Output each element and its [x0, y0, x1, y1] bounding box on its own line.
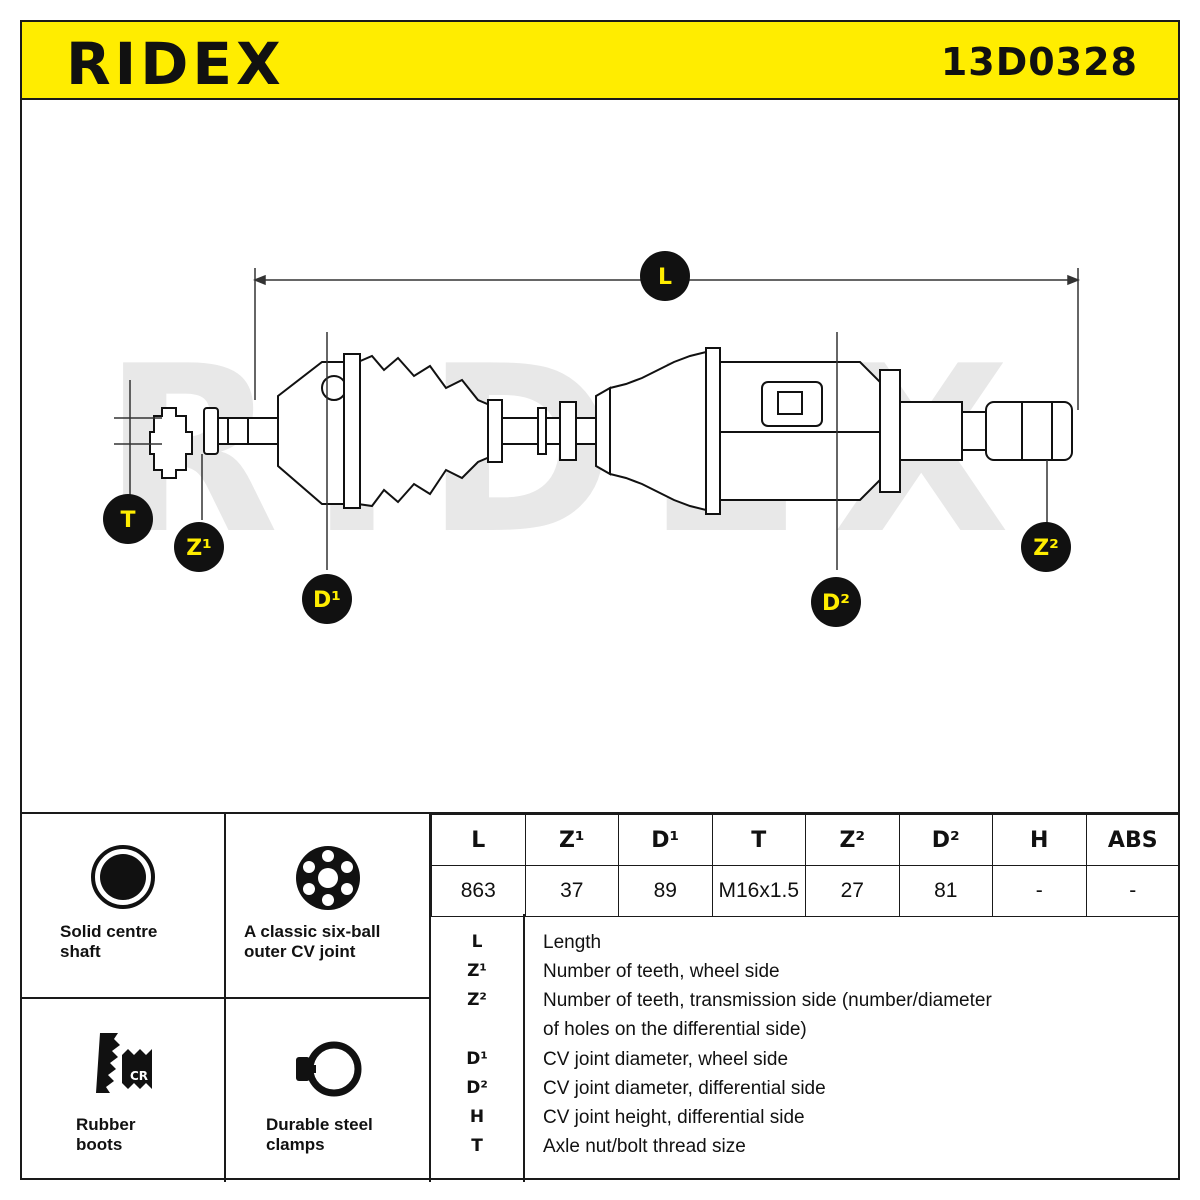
legend-divider — [523, 914, 525, 1182]
svg-text:Z¹: Z¹ — [186, 536, 212, 561]
header-bar: RIDEX 13D0328 — [20, 20, 1180, 100]
axle-nut — [149, 407, 193, 479]
legend-row: T Axle nut/bolt thread size — [431, 1132, 1180, 1161]
feature-six-ball: A classic six-ball outer CV joint — [226, 814, 429, 997]
spec-value-cell: 89 — [618, 865, 713, 917]
spec-value-cell: 81 — [898, 865, 993, 917]
legend-row: Z¹ Number of teeth, wheel side — [431, 957, 1180, 986]
dimension-leaders — [114, 332, 1048, 570]
spec-value-cell: - — [1085, 865, 1180, 917]
rubber-boot-icon: CR — [96, 1033, 152, 1093]
legend-symbol: H — [469, 1107, 485, 1127]
badge-D2: D² — [811, 577, 861, 627]
legend-description: of holes on the differential side) — [543, 1019, 807, 1040]
badge-D1: D¹ — [302, 574, 352, 624]
transmission-spline — [985, 401, 1073, 461]
legend-description: Length — [543, 932, 602, 953]
svg-text:L: L — [658, 265, 672, 290]
driveshaft-outline — [149, 347, 1073, 515]
svg-text:D²: D² — [822, 591, 850, 616]
steel-clamp-icon — [296, 1041, 362, 1097]
spec-value-cell: 27 — [805, 865, 900, 917]
spec-header-row: L Z¹ D¹ T Z² D² H ABS — [431, 814, 1180, 866]
spec-header-cell: T — [711, 814, 806, 866]
legend-description: Number of teeth, transmission side (numb… — [543, 990, 992, 1011]
legend-description: CV joint diameter, differential side — [543, 1078, 826, 1099]
legend-symbol: T — [471, 1136, 483, 1156]
spec-value-cell: 863 — [431, 865, 526, 917]
feature-rubber-boots: CR Rubber boots — [20, 999, 224, 1182]
spec-header-cell: D¹ — [618, 814, 713, 866]
badge-T: T — [103, 494, 153, 544]
feature-steel-clamps: Durable steel clamps — [226, 999, 429, 1182]
legend-description: CV joint height, differential side — [543, 1107, 805, 1128]
legend-description: Number of teeth, wheel side — [543, 961, 780, 982]
spec-header-cell: L — [431, 814, 526, 866]
legend-symbol: Z¹ — [467, 961, 487, 981]
feature-divider — [20, 997, 431, 999]
legend-row: H CV joint height, differential side — [431, 1103, 1180, 1132]
spec-value-row: 863 37 89 M16x1.5 27 81 - - — [431, 865, 1180, 917]
spec-header-cell: D² — [898, 814, 993, 866]
spec-header-cell: Z¹ — [524, 814, 619, 866]
brand-logo: RIDEX — [66, 30, 285, 98]
feature-label: Durable steel clamps — [266, 1115, 373, 1154]
legend-symbol: L — [471, 932, 483, 952]
spec-table: L Z¹ D¹ T Z² D² H ABS 863 37 89 M16x1.5 … — [431, 814, 1180, 917]
spec-header-cell: ABS — [1085, 814, 1180, 866]
transmission-stub — [899, 401, 963, 461]
svg-text:CR: CR — [130, 1069, 148, 1083]
legend-symbol: Z² — [467, 990, 487, 1010]
legend: L Length Z¹ Number of teeth, wheel side … — [431, 914, 1180, 1182]
spec-value-cell: - — [992, 865, 1087, 917]
spec-header-cell: H — [992, 814, 1087, 866]
feature-label: A classic six-ball outer CV joint — [244, 922, 381, 961]
legend-symbol: D² — [466, 1078, 488, 1098]
badge-L: L — [640, 251, 690, 301]
feature-label: Solid centre shaft — [60, 922, 158, 961]
part-number: 13D0328 — [940, 40, 1138, 84]
six-ball-joint-icon — [296, 846, 360, 910]
wheel-spline — [203, 407, 219, 455]
legend-row: D² CV joint diameter, differential side — [431, 1074, 1180, 1103]
svg-text:Z²: Z² — [1033, 536, 1059, 561]
inner-boot — [595, 350, 707, 512]
solid-shaft-icon — [91, 845, 155, 909]
feature-label: Rubber boots — [76, 1115, 136, 1154]
legend-row: of holes on the differential side) — [431, 1015, 1180, 1044]
spec-value-cell: 37 — [524, 865, 619, 917]
legend-description: Axle nut/bolt thread size — [543, 1136, 746, 1157]
svg-text:T: T — [120, 508, 135, 533]
badge-Z2: Z² — [1021, 522, 1071, 572]
feature-solid-shaft: Solid centre shaft — [20, 814, 224, 997]
spec-header-cell: Z² — [805, 814, 900, 866]
legend-symbol: D¹ — [466, 1049, 488, 1069]
legend-row: D¹ CV joint diameter, wheel side — [431, 1045, 1180, 1074]
legend-row: Z² Number of teeth, transmission side (n… — [431, 986, 1180, 1015]
legend-row: L Length — [431, 928, 1180, 957]
badge-Z1: Z¹ — [174, 522, 224, 572]
spec-value-cell: M16x1.5 — [711, 865, 806, 917]
driveshaft-drawing: RIDEX — [102, 251, 1081, 627]
legend-description: CV joint diameter, wheel side — [543, 1049, 789, 1070]
svg-text:D¹: D¹ — [313, 588, 341, 613]
spec-section: Solid centre shaft A classic six-ball ou… — [20, 812, 1180, 1182]
